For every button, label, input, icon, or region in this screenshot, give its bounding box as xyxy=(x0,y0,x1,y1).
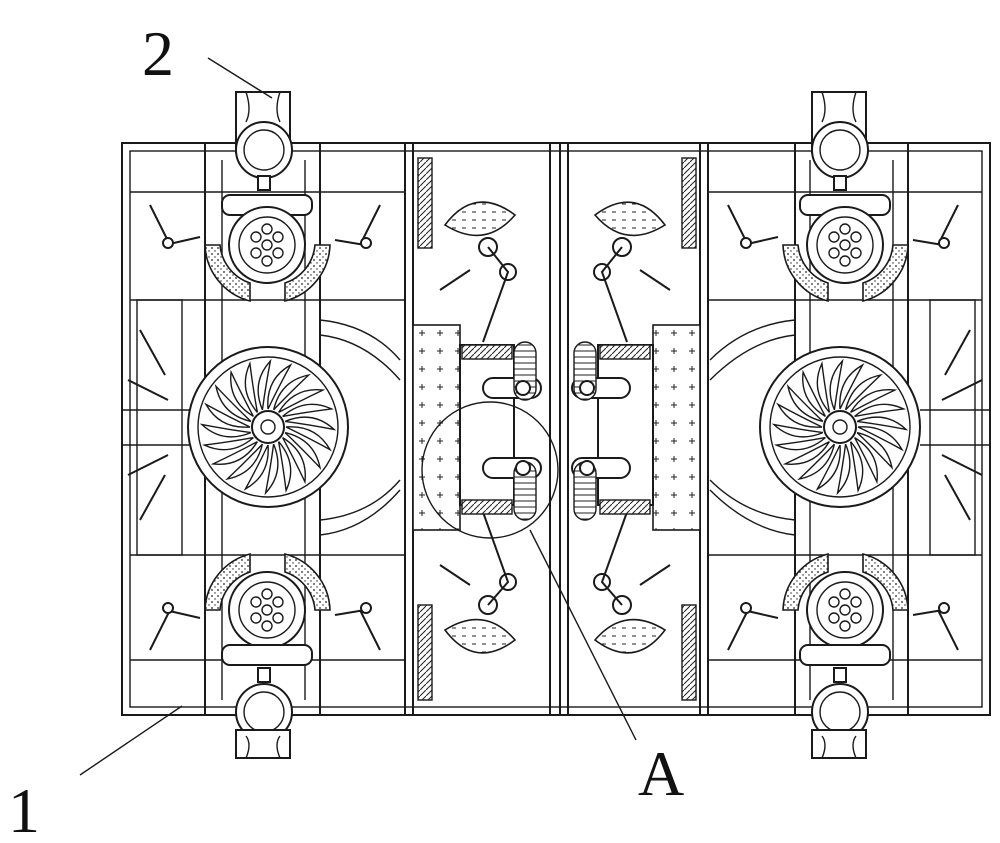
leader-line-a xyxy=(529,529,637,741)
fan-blade xyxy=(225,443,264,481)
fan-blade xyxy=(782,440,830,465)
fan-blade xyxy=(839,363,865,410)
fan-blade xyxy=(284,416,337,431)
fan-blade xyxy=(844,373,883,411)
fan-blade xyxy=(201,436,254,451)
fan-blade xyxy=(284,431,322,470)
fan-blade xyxy=(277,441,292,494)
fan-blade xyxy=(797,443,836,481)
fan-blade xyxy=(257,358,272,411)
fan-blade xyxy=(856,416,909,431)
fan-blade xyxy=(849,441,864,494)
fan-blade xyxy=(776,402,823,428)
fan-blade xyxy=(853,437,878,485)
fan-blade xyxy=(230,369,255,417)
center-mechanism-left xyxy=(412,157,542,701)
fan-blade xyxy=(802,369,827,417)
leader-line-1 xyxy=(79,705,183,776)
fan-blade xyxy=(786,384,824,423)
fan-blade xyxy=(281,437,306,485)
wheel-assembly-top-left xyxy=(149,91,381,303)
fan-blade xyxy=(199,423,252,438)
fan-blade xyxy=(815,444,841,491)
label-detail-a: A xyxy=(638,738,684,809)
fan-blade xyxy=(771,423,824,438)
fan-blade xyxy=(856,431,894,470)
fan-left xyxy=(127,319,401,536)
fan-blade xyxy=(857,426,904,452)
fan-blade xyxy=(816,360,831,413)
wheel-assembly-bottom-left xyxy=(149,552,381,759)
detail-circle-a xyxy=(421,401,559,539)
wheel-assembly-bottom-right xyxy=(727,552,959,759)
center-mechanism-right xyxy=(571,157,701,701)
leader-line-2 xyxy=(207,57,273,99)
fan-blade xyxy=(264,443,279,496)
wheel-assembly-top-right xyxy=(727,91,959,303)
fan-blade xyxy=(272,373,311,411)
fan-blade xyxy=(244,360,259,413)
fan-blade xyxy=(214,384,252,423)
fan-blade xyxy=(278,389,326,414)
fan-blade xyxy=(204,402,251,428)
fan-blade xyxy=(285,426,332,452)
fan-blade xyxy=(243,444,269,491)
fan-right xyxy=(709,319,983,536)
fan-blade xyxy=(267,363,293,410)
label-part-1: 1 xyxy=(8,775,40,843)
fan-blade xyxy=(829,358,844,411)
label-part-2: 2 xyxy=(142,18,174,89)
fan-blade xyxy=(773,436,826,451)
fan-blade xyxy=(854,403,907,418)
fan-blade xyxy=(836,443,851,496)
fan-blade xyxy=(850,389,898,414)
fan-blade xyxy=(282,403,335,418)
fan-blade xyxy=(210,440,258,465)
